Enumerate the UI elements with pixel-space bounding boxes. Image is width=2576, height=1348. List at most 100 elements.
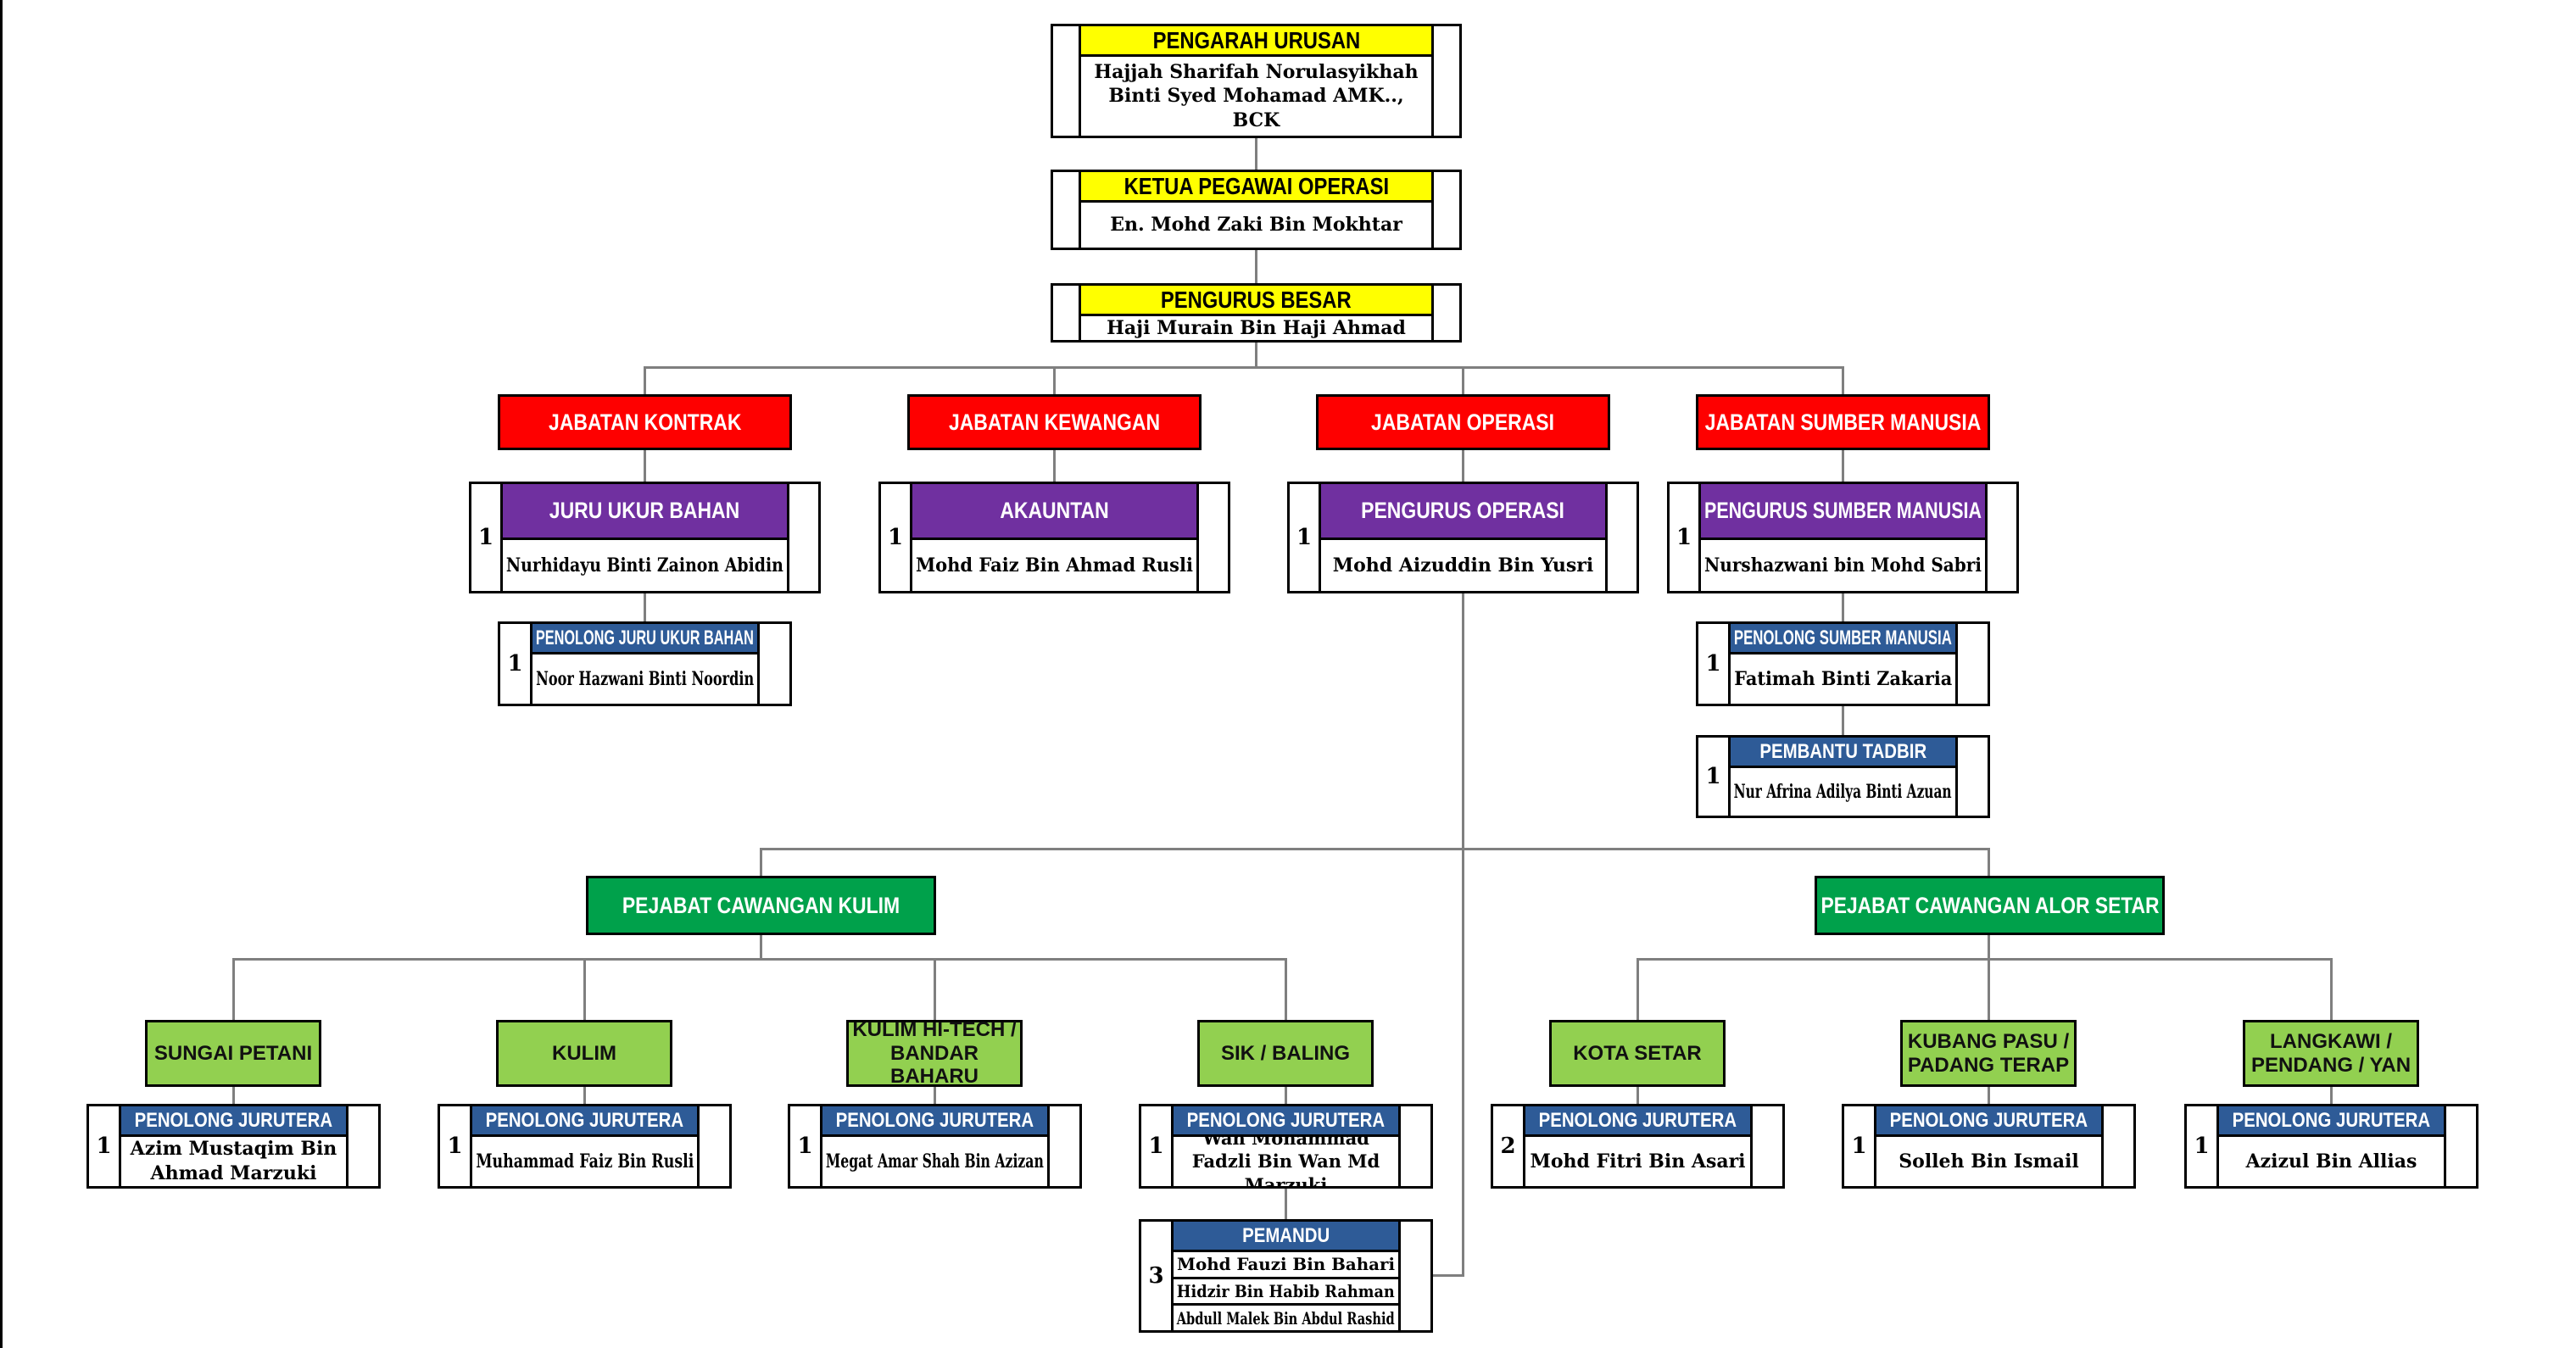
office-label: PEJABAT CAWANGAN ALOR SETAR [1820, 892, 2160, 918]
role-pengurus-sumber-manusia: 1 PENGURUS SUMBER MANUSIA Nurshazwani bi… [1667, 482, 2019, 593]
branch-label: KULIM HI-TECH / BANDAR BAHARU [852, 1018, 1017, 1089]
headcount: 1 [797, 1134, 813, 1159]
box-pengarah-urusan: PENGARAH URUSAN Hajjah Sharifah Norulasy… [1051, 24, 1462, 138]
person-name: Haji Murain Bin Haji Ahmad [1107, 316, 1406, 339]
connector [1285, 1086, 1287, 1104]
connector [1636, 1086, 1639, 1104]
role-pemandu: 3 PEMANDU Mohd Fauzi Bin Bahari Hidzir B… [1139, 1219, 1433, 1333]
person-name: Hidzir Bin Habib Rahman [1177, 1281, 1396, 1301]
connector [1255, 250, 1257, 283]
role-juru-ukur-bahan: 1 JURU UKUR BAHAN Nurhidayu Binti Zainon… [469, 482, 821, 593]
role-penolong-jurutera-kulim-hi-tech: 1 PENOLONG JURUTERA Megat Amar Shah Bin … [788, 1104, 1082, 1189]
role-penolong-jurutera-sik-baling: 1 PENOLONG JURUTERA Wan Mohammad Fadzli … [1139, 1104, 1433, 1189]
branch-sik-baling: SIK / BALING [1197, 1020, 1374, 1087]
branch-langkawi-pendang-yan: LANGKAWI / PENDANG / YAN [2243, 1020, 2419, 1087]
connector [583, 958, 586, 1020]
connector [1255, 138, 1257, 170]
page-left-edge [0, 0, 3, 1348]
dept-label: JABATAN KONTRAK [548, 409, 742, 435]
dept-label: JABATAN OPERASI [1371, 409, 1555, 435]
connector [1462, 450, 1464, 482]
role-penolong-jurutera-sungai-petani: 1 PENOLONG JURUTERA Azim Mustaqim Bin Ah… [86, 1104, 381, 1189]
headcount: 1 [1296, 525, 1313, 550]
connector [2330, 958, 2333, 1020]
box-pengurus-besar: PENGURUS BESAR Haji Murain Bin Haji Ahma… [1051, 283, 1462, 343]
person-name: Mohd Fauzi Bin Bahari [1177, 1254, 1395, 1275]
role-title: PENOLONG JURU UKUR BAHAN [536, 626, 754, 649]
role-title: PENOLONG JURUTERA [1538, 1108, 1737, 1132]
role-title: JURU UKUR BAHAN [549, 498, 740, 523]
role-title: PEMBANTU TADBIR [1759, 739, 1926, 763]
box-title: KETUA PEGAWAI OPERASI [1124, 172, 1389, 199]
branch-label: KULIM [552, 1041, 616, 1065]
headcount: 1 [447, 1134, 463, 1159]
role-title: PENOLONG JURUTERA [134, 1108, 333, 1132]
dept-jabatan-sumber-manusia: JABATAN SUMBER MANUSIA [1696, 394, 1990, 450]
connector [1988, 1086, 1990, 1104]
person-name: Noor Hazwani Binti Noordin [536, 667, 755, 690]
branch-label: SIK / BALING [1220, 1041, 1350, 1065]
role-penolong-jurutera-kota-setar: 2 PENOLONG JURUTERA Mohd Fitri Bin Asari [1491, 1104, 1785, 1189]
connector [2330, 1086, 2333, 1104]
branch-kota-setar: KOTA SETAR [1549, 1020, 1726, 1087]
connector [934, 1086, 936, 1104]
connector-alor-branches [1636, 958, 2332, 961]
connector [1285, 1189, 1287, 1219]
person-name: Fatimah Binti Zakaria [1734, 667, 1952, 690]
role-penolong-jurutera-kulim: 1 PENOLONG JURUTERA Muhammad Faiz Bin Ru… [438, 1104, 732, 1189]
headcount: 1 [1705, 764, 1721, 789]
dept-label: JABATAN KEWANGAN [948, 409, 1161, 435]
role-penolong-juru-ukur-bahan: 1 PENOLONG JURU UKUR BAHAN Noor Hazwani … [498, 621, 792, 706]
connector-pemandu-elbow [1433, 1274, 1464, 1277]
connector [644, 593, 646, 621]
connector [1988, 958, 1990, 1020]
branch-label: SUNGAI PETANI [153, 1041, 313, 1065]
connector [1255, 343, 1257, 366]
branch-kulim-hi-tech-bandar-baharu: KULIM HI-TECH / BANDAR BAHARU [846, 1018, 1023, 1089]
person-name: Muhammad Faiz Bin Rusli [476, 1150, 694, 1173]
headcount: 1 [507, 651, 523, 677]
person-name: Hajjah Sharifah Norulasyikhah Binti Syed… [1094, 60, 1419, 131]
connector [644, 450, 646, 482]
box-title: PENGURUS BESAR [1161, 286, 1352, 313]
role-penolong-sumber-manusia: 1 PENOLONG SUMBER MANUSIA Fatimah Binti … [1696, 621, 1990, 706]
branch-kulim: KULIM [496, 1020, 672, 1087]
person-name: Abdull Malek Bin Abdul Rashid [1177, 1307, 1396, 1329]
person-name: Wan Mohammad Fadzli Bin Wan Md Marzuki [1191, 1137, 1380, 1186]
role-title: PENOLONG JURUTERA [1889, 1108, 2088, 1132]
role-title: PENGURUS SUMBER MANUSIA [1704, 498, 1982, 523]
person-name: Mohd Fitri Bin Asari [1530, 1150, 1746, 1173]
person-name: En. Mohd Zaki Bin Mokhtar [1110, 214, 1402, 237]
person-name: Mohd Faiz Bin Ahmad Rusli [916, 554, 1193, 577]
role-title: PENOLONG JURUTERA [835, 1108, 1034, 1132]
connector [760, 848, 762, 876]
person-name: Solleh Bin Ismail [1899, 1150, 2079, 1173]
role-pembantu-tadbir: 1 PEMBANTU TADBIR Nur Afrina Adilya Bint… [1696, 735, 1990, 818]
connector-operasi-drop [1462, 593, 1464, 1277]
branch-label: LANGKAWI / PENDANG / YAN [2250, 1029, 2412, 1077]
headcount: 1 [96, 1134, 112, 1159]
headcount: 1 [887, 525, 904, 550]
role-title: PENOLONG JURUTERA [485, 1108, 684, 1132]
headcount: 1 [477, 525, 494, 550]
headcount: 1 [1148, 1134, 1164, 1159]
connector [644, 366, 646, 394]
connector [1842, 366, 1844, 394]
role-title: PENGURUS OPERASI [1361, 498, 1565, 523]
box-title: PENGARAH URUSAN [1152, 26, 1360, 53]
person-name: Nur Afrina Adilya Binti Azuan [1734, 780, 1952, 803]
role-title: PENOLONG SUMBER MANUSIA [1734, 626, 1952, 649]
headcount: 1 [2194, 1134, 2210, 1159]
connector [1053, 450, 1056, 482]
connector [1462, 366, 1464, 394]
headcount: 1 [1705, 651, 1721, 677]
connector-offices [760, 848, 1989, 850]
connector [760, 935, 762, 958]
person-name: Mohd Aizuddin Bin Yusri [1332, 554, 1594, 577]
person-name: Nurshazwani bin Mohd Sabri [1704, 554, 1982, 577]
role-title: PENOLONG JURUTERA [2232, 1108, 2431, 1132]
office-pejabat-cawangan-kulim: PEJABAT CAWANGAN KULIM [586, 876, 936, 935]
branch-label: KOTA SETAR [1573, 1041, 1702, 1065]
person-name: Nurhidayu Binti Zainon Abidin [506, 554, 784, 577]
headcount: 2 [1500, 1134, 1516, 1159]
